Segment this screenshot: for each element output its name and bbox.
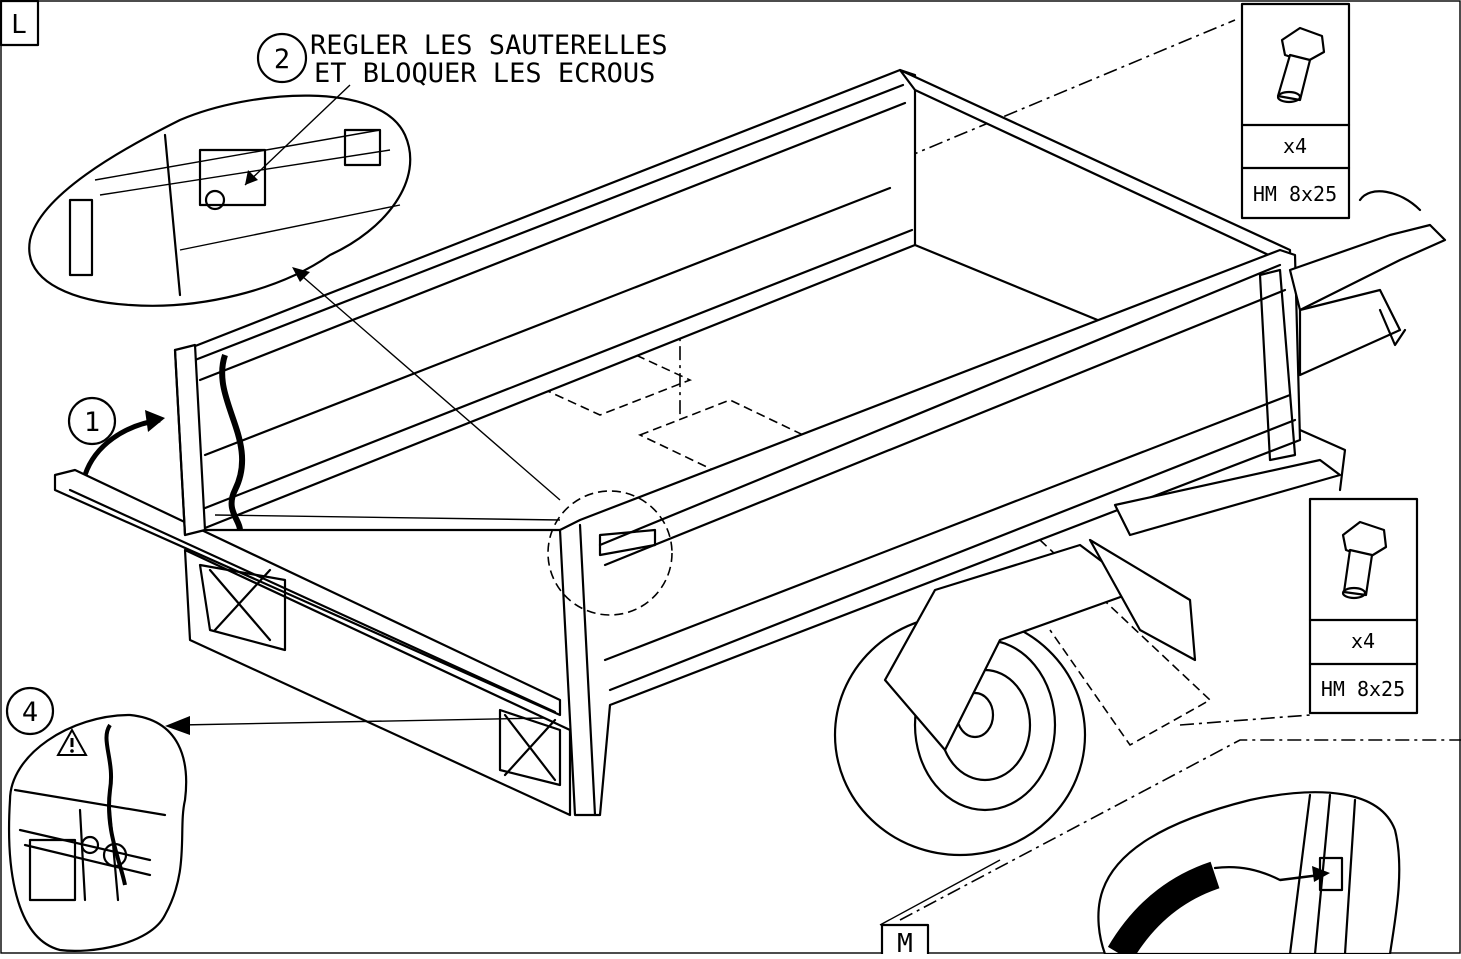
warning-triangle-icon [56,727,88,756]
step-2-instruction-line2: ET BLOQUER LES ECROUS [314,58,655,89]
detail-bubble-latch [28,94,412,307]
detail-bubble-strap [1097,791,1401,959]
hardware-spec: HM 8x25 [1321,677,1405,701]
hardware-qty: x4 [1283,134,1307,158]
sheet-label-m: M [880,923,930,959]
step-2-instruction-line1: REGLER LES SAUTERELLES [310,30,668,61]
step-number: 1 [84,407,100,438]
step-1-callout: 1 [67,396,117,446]
hardware-spec: HM 8x25 [1253,182,1337,206]
step-number: 2 [274,44,290,75]
trailer-illustration [53,19,1461,921]
hex-bolt-icon [1341,520,1388,600]
svg-text:M: M [897,929,913,954]
sheet-label-l: L [0,0,40,47]
step-2-callout: 2 REGLER LES SAUTERELLES ET BLOQUER LES … [256,30,668,89]
hardware-box-top: x4 HM 8x25 [1240,2,1351,220]
hardware-box-middle: x4 HM 8x25 [1308,497,1419,715]
hardware-qty: x4 [1351,629,1375,653]
hex-bolt-icon [1276,26,1326,104]
svg-text:L: L [11,10,27,40]
step-number: 4 [22,697,38,728]
step-4-callout: 4 [5,686,55,736]
detail-bubble-pin [7,713,188,952]
